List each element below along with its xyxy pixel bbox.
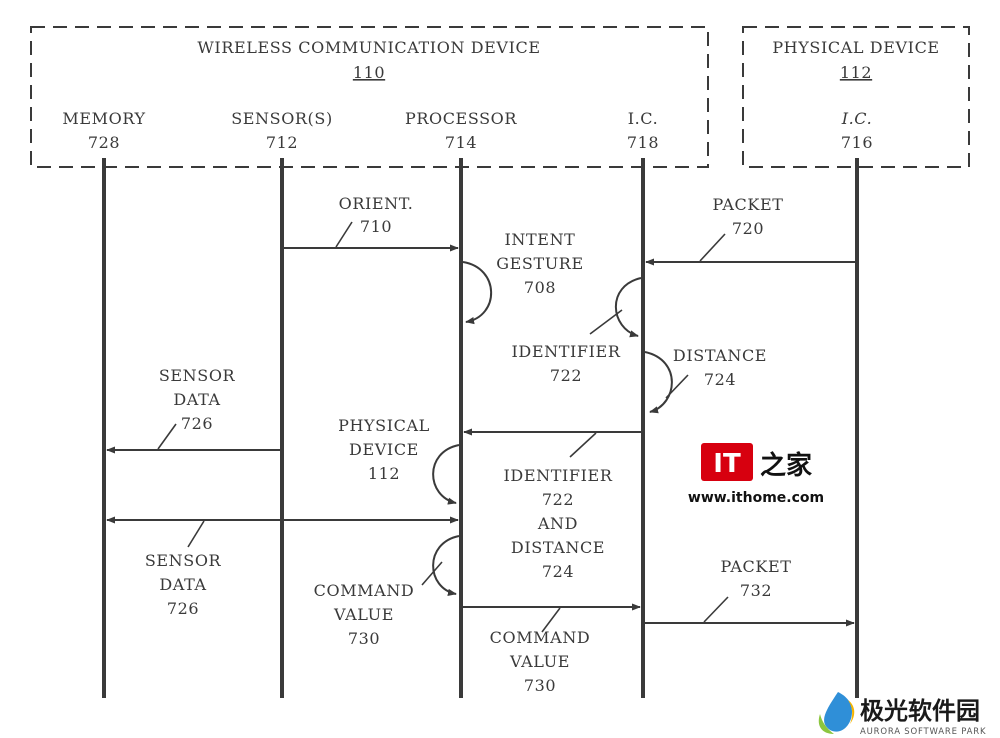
distance-loop (644, 351, 673, 414)
ithome-url: www.ithome.com (688, 490, 824, 506)
identifier-label: IDENTIFIER (512, 342, 621, 361)
command-value-bottom-label-1: COMMAND (490, 628, 591, 647)
distance-leader (665, 374, 689, 399)
sensor-data-2-label-2: DATA (159, 575, 206, 594)
id-distance-label-2: DISTANCE (511, 538, 605, 557)
sensor-data-2-leader (187, 520, 205, 548)
memory-ref: 728 (88, 133, 120, 152)
ic-wireless-ref: 718 (627, 133, 659, 152)
ithome-logo-text: IT (713, 449, 741, 479)
id-distance-ref-1: 722 (542, 490, 574, 509)
ic-physical-label: I.C. (841, 109, 873, 128)
command-value-left-label-1: COMMAND (314, 581, 415, 600)
distance-ref: 724 (704, 370, 736, 389)
physical-device-box (742, 26, 970, 168)
aurora-logo-leaf (818, 714, 834, 734)
ithome-logo-chinese: 之家 (760, 450, 812, 481)
id-distance-and: AND (537, 514, 578, 533)
physical-device-ref: 112 (840, 63, 872, 82)
wireless-device-ref: 110 (353, 63, 385, 82)
ic-physical-ref: 716 (841, 133, 873, 152)
intent-gesture-loop (462, 261, 493, 325)
packet-732-ref: 732 (740, 581, 772, 600)
command-value-leader (421, 561, 443, 586)
sensor-data-1-ref: 726 (181, 414, 213, 433)
aurora-watermark: 极光软件园 AURORA SOFTWARE PARK (818, 692, 986, 737)
identifier-leader (589, 309, 623, 335)
intent-gesture-label-1: INTENT (505, 230, 576, 249)
packet-720-leader (699, 233, 726, 262)
wireless-device-box (30, 26, 709, 168)
sensors-ref: 712 (266, 133, 298, 152)
aurora-logo-icon (824, 692, 852, 732)
orient-ref: 710 (360, 217, 392, 236)
command-value-loop (432, 535, 460, 596)
command-value-bottom-leader (541, 607, 561, 633)
sensor-data-1-leader (157, 423, 177, 450)
ithome-watermark: IT 之家 www.ithome.com (688, 443, 824, 506)
id-distance-leader (569, 432, 597, 458)
packet-732-label: PACKET (721, 557, 792, 576)
physical-device-loop (432, 444, 460, 505)
ithome-logo-box (701, 443, 753, 481)
packet-732-leader (703, 596, 729, 623)
aurora-name-cn: 极光软件园 (860, 697, 980, 725)
sensor-data-2-ref: 726 (167, 599, 199, 618)
packet-720-ref: 720 (732, 219, 764, 238)
sensor-data-1-label-2: DATA (173, 390, 220, 409)
memory-label: MEMORY (62, 109, 145, 128)
intent-gesture-label-2: GESTURE (496, 254, 584, 273)
orient-label: ORIENT. (339, 194, 414, 213)
sensor-data-1-label-1: SENSOR (159, 366, 236, 385)
aurora-logo-flame (848, 700, 855, 724)
packet-720-label: PACKET (713, 195, 784, 214)
id-distance-ref-2: 724 (542, 562, 574, 581)
physical-device-label-1: PHYSICAL (338, 416, 430, 435)
command-value-bottom-ref: 730 (524, 676, 556, 695)
identifier-loop (615, 277, 642, 338)
physical-device-title: PHYSICAL DEVICE (772, 38, 939, 57)
distance-label: DISTANCE (673, 346, 767, 365)
command-value-bottom-label-2: VALUE (509, 652, 570, 671)
ic-wireless-label: I.C. (628, 109, 659, 128)
physical-device-label-2: DEVICE (349, 440, 419, 459)
sensors-label: SENSOR(S) (231, 109, 333, 128)
orient-leader (335, 221, 353, 248)
aurora-name-en: AURORA SOFTWARE PARK (860, 727, 986, 737)
command-value-left-label-2: VALUE (333, 605, 394, 624)
command-value-left-ref: 730 (348, 629, 380, 648)
sensor-data-2-label-1: SENSOR (145, 551, 222, 570)
identifier-ref: 722 (550, 366, 582, 385)
intent-gesture-ref: 708 (524, 278, 556, 297)
wireless-device-title: WIRELESS COMMUNICATION DEVICE (197, 38, 540, 57)
id-distance-label-1: IDENTIFIER (504, 466, 613, 485)
processor-label: PROCESSOR (405, 109, 517, 128)
processor-ref: 714 (445, 133, 477, 152)
physical-device-ref: 112 (368, 464, 400, 483)
